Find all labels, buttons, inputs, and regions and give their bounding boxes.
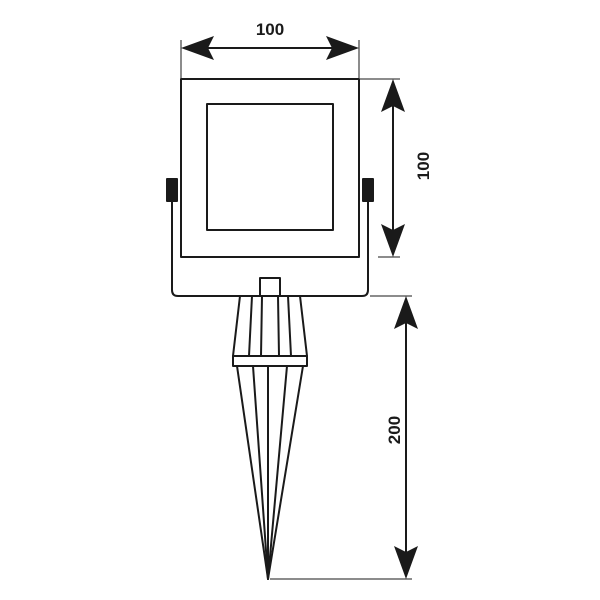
lamp-lens-panel [206, 103, 334, 231]
spike-arrow-top [394, 296, 418, 329]
width-arrow-left [181, 36, 214, 60]
height-arrow-bottom [381, 224, 405, 257]
collar-ring [232, 355, 308, 367]
dimension-spike-length: 200 [270, 295, 418, 580]
width-label: 100 [256, 20, 284, 39]
spike-fin-left [252, 365, 269, 580]
spike-length-label: 200 [385, 416, 404, 444]
bracket-u-shape [171, 194, 369, 297]
dimension-width: 100 [180, 20, 360, 78]
pivot-block [259, 277, 281, 297]
spike-arrow-bottom [394, 546, 418, 579]
width-arrow-right [326, 36, 359, 60]
collar-inner-line-right [287, 295, 292, 357]
spike-fin-right [267, 365, 288, 580]
collar-inner-line-mid-right [277, 295, 280, 357]
collar-inner-line-mid-left [260, 295, 263, 357]
bracket-knob-left [166, 178, 178, 202]
bracket-knob-right [362, 178, 374, 202]
height-label: 100 [414, 152, 433, 180]
collar-outline [232, 295, 308, 357]
collar-inner-line-left [248, 295, 253, 357]
pivot-connector [259, 277, 281, 297]
lamp-outer-frame [180, 78, 360, 258]
height-arrow-top [381, 79, 405, 112]
dimension-height: 100 [360, 78, 433, 258]
spike-collar [232, 295, 308, 367]
lamp-head [180, 78, 360, 258]
ground-spike [236, 365, 304, 580]
